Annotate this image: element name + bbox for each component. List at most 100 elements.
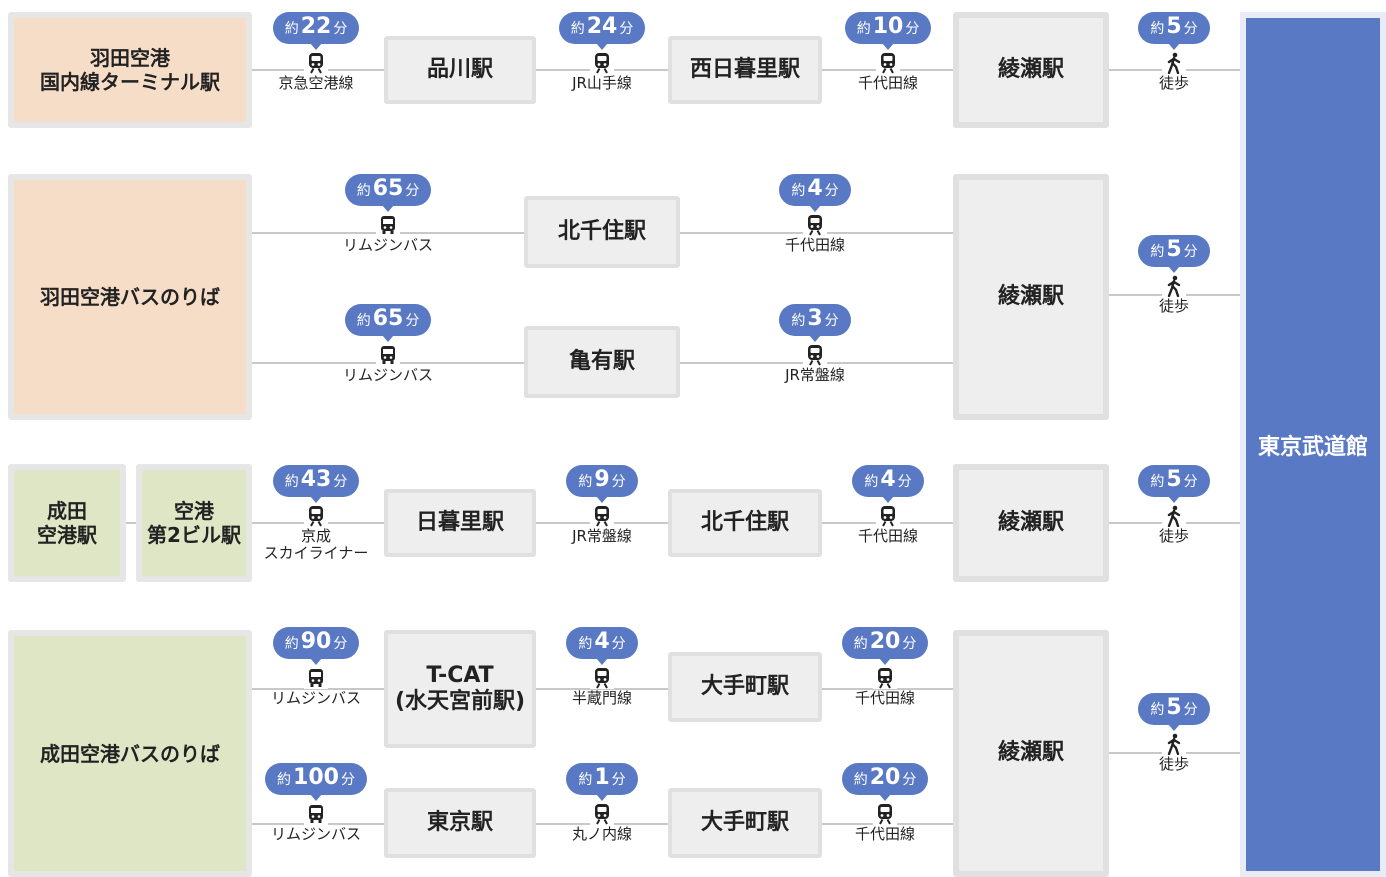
time-unit: 分	[902, 636, 917, 652]
travel-minutes: 5	[1166, 467, 1182, 492]
station-otemachi: 大手町駅	[668, 788, 822, 858]
time-unit: 分	[333, 636, 348, 652]
transport-mode-label: 丸ノ内線	[542, 826, 662, 843]
time-prefix: 約	[864, 474, 879, 490]
time-unit: 分	[611, 772, 626, 788]
bus-icon	[304, 667, 328, 689]
station-label: 大手町駅	[700, 673, 789, 699]
time-prefix: 約	[578, 474, 593, 490]
time-prefix: 約	[853, 636, 868, 652]
travel-minutes: 24	[586, 14, 618, 39]
station-label: 北千住駅	[700, 509, 789, 535]
travel-minutes: 90	[300, 629, 332, 654]
station-label: 亀有駅	[568, 348, 635, 374]
time-unit: 分	[333, 21, 348, 37]
travel-minutes: 10	[872, 14, 904, 39]
transport-mode-label: 徒歩	[1114, 756, 1234, 773]
time-prefix: 約	[791, 183, 806, 199]
bus-icon	[304, 803, 328, 825]
travel-minutes: 43	[300, 467, 332, 492]
travel-minutes: 100	[293, 765, 339, 790]
time-prefix: 約	[853, 772, 868, 788]
origin-haneda-domestic-terminal: 羽田空港 国内線ターミナル駅	[8, 12, 252, 128]
time-unit: 分	[902, 772, 917, 788]
transport-mode-label: リムジンバス	[328, 237, 448, 254]
transport-mode-label: 千代田線	[828, 75, 948, 92]
destination-label: 東京武道館	[1257, 434, 1368, 460]
station-label: 東京駅	[426, 809, 493, 835]
station-label: 綾瀬駅	[997, 56, 1064, 82]
time-unit: 分	[340, 772, 355, 788]
transport-mode-label: 京成 スカイライナー	[256, 528, 376, 562]
train-icon	[803, 344, 827, 366]
train-icon	[873, 803, 897, 825]
travel-minutes: 5	[1166, 695, 1182, 720]
walk-icon	[1162, 275, 1186, 297]
travel-minutes: 3	[807, 306, 823, 331]
time-prefix: 約	[856, 21, 871, 37]
train-icon	[803, 214, 827, 236]
transport-mode-label: 半蔵門線	[542, 690, 662, 707]
bus-icon	[376, 214, 400, 236]
train-icon	[590, 52, 614, 74]
origin-label: 成田空港バスのりば	[40, 741, 220, 766]
station-ayase: 綾瀬駅	[953, 174, 1109, 420]
station-shinagawa: 品川駅	[384, 36, 536, 104]
transport-mode-label: JR常盤線	[755, 367, 875, 384]
origin-label: 羽田空港 国内線ターミナル駅	[40, 46, 220, 94]
station-kameari: 亀有駅	[524, 326, 680, 398]
time-unit: 分	[824, 183, 839, 199]
train-icon	[873, 667, 897, 689]
time-unit: 分	[1183, 702, 1198, 718]
travel-minutes: 20	[869, 765, 901, 790]
transport-mode-label: JR山手線	[542, 75, 662, 92]
time-unit: 分	[897, 474, 912, 490]
time-unit: 分	[405, 313, 420, 329]
walk-icon	[1162, 52, 1186, 74]
station-ayase: 綾瀬駅	[953, 630, 1109, 877]
time-prefix: 約	[277, 772, 292, 788]
time-prefix: 約	[1150, 244, 1165, 260]
time-unit: 分	[611, 474, 626, 490]
transport-mode-label: 徒歩	[1114, 75, 1234, 92]
transport-mode-label: JR常盤線	[542, 528, 662, 545]
walk-icon	[1162, 733, 1186, 755]
station-nippori: 日暮里駅	[384, 489, 536, 557]
train-icon	[590, 803, 614, 825]
time-prefix: 約	[1150, 474, 1165, 490]
time-unit: 分	[1183, 474, 1198, 490]
origin-airport-terminal2-station: 空港 第2ビル駅	[136, 464, 252, 582]
transport-mode-label: リムジンバス	[256, 690, 376, 707]
travel-minutes: 65	[372, 176, 404, 201]
time-prefix: 約	[356, 313, 371, 329]
transport-mode-label: 千代田線	[755, 237, 875, 254]
station-nishinippori: 西日暮里駅	[668, 36, 822, 104]
travel-minutes: 5	[1166, 14, 1182, 39]
time-prefix: 約	[356, 183, 371, 199]
station-label: 北千住駅	[557, 218, 646, 244]
time-prefix: 約	[578, 636, 593, 652]
transport-mode-label: 千代田線	[825, 690, 945, 707]
travel-minutes: 5	[1166, 237, 1182, 262]
transport-mode-label: 千代田線	[825, 826, 945, 843]
time-prefix: 約	[1150, 21, 1165, 37]
